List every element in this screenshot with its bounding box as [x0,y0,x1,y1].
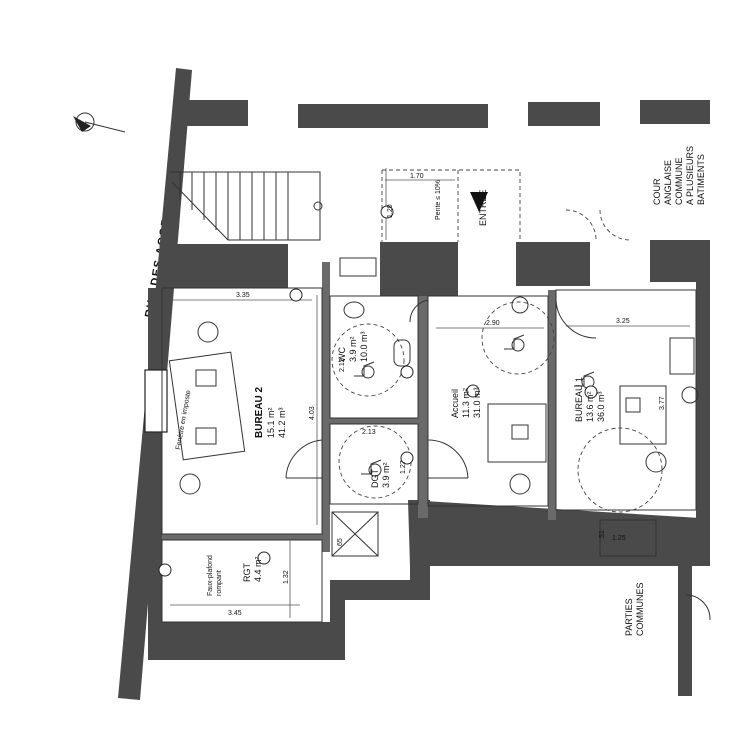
room-name: BUREAU 1 [574,377,584,422]
svg-text:2.13: 2.13 [362,429,376,436]
svg-text:1.25: 1.25 [612,535,626,542]
room-area: 3.9 m² [381,462,391,488]
svg-text:.51: .51 [599,530,606,540]
svg-text:COMMUNES: COMMUNES [635,583,645,637]
facade-window [144,369,168,433]
room-area: 3.9 m² [348,336,358,362]
courtyard-wall [180,100,710,128]
staircase [170,171,323,241]
dimension-lines [170,168,690,618]
room-bureau2-label: BUREAU 2 15.1 m² 41.2 m³ [254,386,287,438]
hsp-badges [158,205,598,577]
room-rgt-label: RGT 4.4 m² [242,556,263,582]
wheelchair-icon [361,459,382,477]
svg-text:PARTIES: PARTIES [624,598,634,636]
courtyard-label: COUR ANGLAISE COMMUNE A PLUSIEURS BATIME… [652,146,706,205]
north-arrow-icon [73,112,126,133]
entrance-arrow-icon [470,192,488,212]
room-volume: 10.0 m³ [359,331,369,362]
room-area: 4.4 m² [253,556,263,582]
wheelchair-icon [504,334,525,352]
entrance-ramp [381,169,521,242]
room-name: RGT [242,563,252,583]
ceiling-note: Faux-plafond rompant [207,555,223,596]
dimension-labels: 3.35 4.03 2.12 2.13 1.27 2.90 3.25 3.77 … [228,173,666,617]
svg-text:ANGLAISE: ANGLAISE [663,160,673,205]
svg-text:1.27: 1.27 [400,460,407,474]
room-dgt-label: DGT 3.9 m² [370,462,391,488]
svg-text:2.90: 2.90 [486,320,500,327]
room-area: 11.3 m² [461,388,471,418]
room-accueil-label: Accueil 11.3 m² 31.0 m³ [450,387,482,418]
wheelchair-icon [354,361,375,379]
slope-note: Pente ≤ 10% [435,180,442,220]
room-area: 13.6 m² [585,391,595,422]
room-volume: 41.2 m³ [277,407,287,438]
room-name: DGT [370,469,380,489]
svg-text:BATIMENTS: BATIMENTS [696,154,706,205]
door-swings [285,209,711,621]
svg-text:A PLUSIEURS: A PLUSIEURS [685,146,695,205]
svg-text:COUR: COUR [652,178,662,205]
entrance-label: ENTREE [478,189,488,226]
svg-text:2.12: 2.12 [339,358,346,372]
svg-text:3.35: 3.35 [236,292,250,299]
svg-text:3.45: 3.45 [228,610,242,617]
room-volume: 31.0 m³ [472,387,482,418]
furniture [168,296,699,557]
room-name: Accueil [450,389,460,418]
svg-text:1.70: 1.70 [410,173,424,180]
room-bureau1-label: BUREAU 1 13.6 m² 36.0 m³ [574,377,606,422]
svg-text:1.32: 1.32 [283,570,290,584]
room-wc-label: WC 3.9 m² 10.0 m³ [337,331,369,362]
room-volume: 36.0 m³ [596,391,606,422]
svg-text:3.25: 3.25 [616,318,630,325]
common-parts-label: PARTIES COMMUNES [624,583,645,637]
room-name: WC [337,347,347,362]
room-outlines [161,287,697,623]
svg-text:4.03: 4.03 [309,406,316,420]
svg-text:Faux-plafond: Faux-plafond [207,555,214,596]
wc-fixtures [339,257,411,367]
room-area: 15.1 m² [266,407,276,438]
svg-text:rompant: rompant [216,570,223,596]
interior-walls [148,240,710,696]
svg-text:.65: .65 [337,538,344,548]
svg-text:3.77: 3.77 [659,396,666,410]
svg-text:COMMUNE: COMMUNE [674,158,684,206]
svg-text:1.20: 1.20 [387,204,394,218]
room-name: BUREAU 2 [254,386,265,438]
